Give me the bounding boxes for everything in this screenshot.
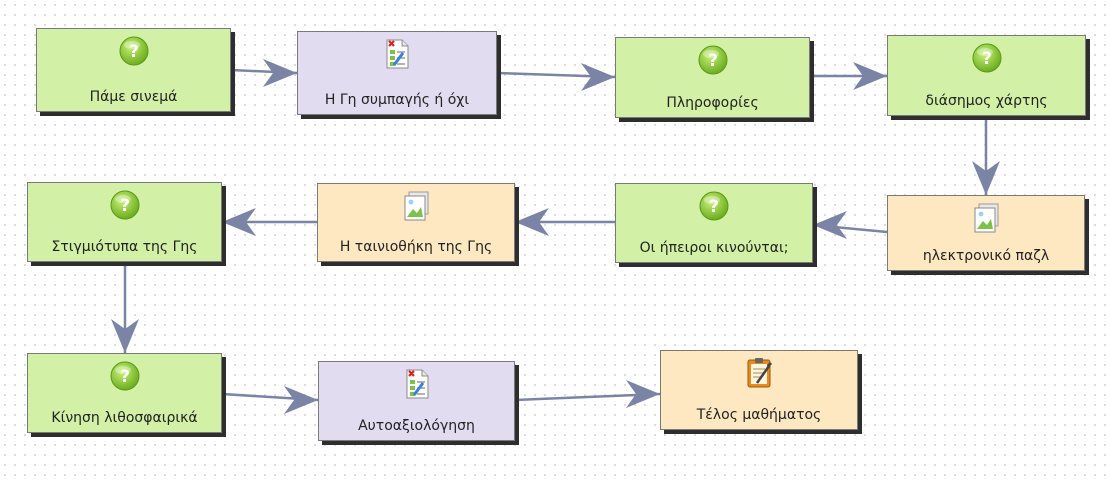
node-aftoaxiologisi[interactable]: Αυτοαξιολόγηση	[318, 361, 515, 441]
arrowhead	[222, 208, 256, 236]
svg-text:?: ?	[120, 196, 130, 216]
node-label: Οι ήπειροι κινούνται;	[639, 240, 789, 256]
node-label: ηλεκτρονικό παζλ	[922, 248, 1050, 264]
node-label: Πληροφορίες	[666, 95, 759, 111]
node-label: Αυτοαξιολόγηση	[358, 418, 475, 434]
node-tainiothiki[interactable]: Η ταινιοθήκη της Γης	[317, 183, 515, 262]
node-oi-ipeiroi[interactable]: ? Οι ήπειροι κινούνται;	[615, 183, 813, 263]
node-label: διάσημος χάρτης	[925, 93, 1048, 109]
node-label: Πάμε σινεμά	[89, 89, 178, 105]
question-icon: ?	[109, 360, 141, 392]
node-label: Στιγμιότυπα της Γης	[51, 239, 198, 255]
arrowhead	[972, 161, 1000, 195]
arrowhead	[813, 211, 847, 239]
node-telos-mathimatos[interactable]: Τέλος μαθήματος	[660, 350, 858, 430]
node-i-gi-sympagis[interactable]: Η Γη συμπαγής ή όχι	[297, 31, 497, 115]
arrowhead	[111, 319, 139, 353]
svg-text:?: ?	[709, 197, 719, 217]
svg-text:?: ?	[120, 367, 130, 387]
node-label: Η Γη συμπαγής ή όχι	[324, 92, 470, 108]
node-plirofories[interactable]: ? Πληροφορίες	[615, 37, 810, 118]
node-label: Κίνηση λιθοσφαιρικά	[51, 410, 198, 426]
node-pame-sinema[interactable]: ? Πάμε σινεμά	[36, 28, 231, 112]
question-icon: ?	[971, 42, 1003, 74]
node-stigmiotypa[interactable]: ? Στιγμιότυπα της Γης	[27, 182, 222, 262]
quiz-document-icon	[381, 38, 413, 70]
image-document-icon	[970, 202, 1002, 234]
node-ilektroniko-pazl[interactable]: ηλεκτρονικό παζλ	[887, 195, 1085, 271]
quiz-document-icon	[401, 368, 433, 400]
arrowhead	[626, 380, 660, 408]
node-label: Τέλος μαθήματος	[696, 407, 822, 423]
question-icon: ?	[118, 35, 150, 67]
arrowhead	[515, 208, 549, 236]
image-document-icon	[400, 190, 432, 222]
arrowhead	[284, 386, 318, 414]
svg-text:?: ?	[982, 49, 992, 69]
node-label: Η ταινιοθήκη της Γης	[339, 239, 493, 255]
node-kinisi-lithosfairika[interactable]: ? Κίνηση λιθοσφαιρικά	[27, 353, 222, 433]
node-diasimos-xartis[interactable]: ? διάσημος χάρτης	[887, 35, 1086, 116]
arrowhead	[853, 62, 887, 90]
question-icon: ?	[109, 189, 141, 221]
question-icon: ?	[698, 190, 730, 222]
arrowhead	[263, 59, 297, 87]
svg-text:?: ?	[129, 42, 139, 62]
svg-text:?: ?	[708, 51, 718, 71]
question-icon: ?	[697, 44, 729, 76]
notepad-icon	[743, 357, 775, 389]
arrowhead	[581, 63, 615, 91]
